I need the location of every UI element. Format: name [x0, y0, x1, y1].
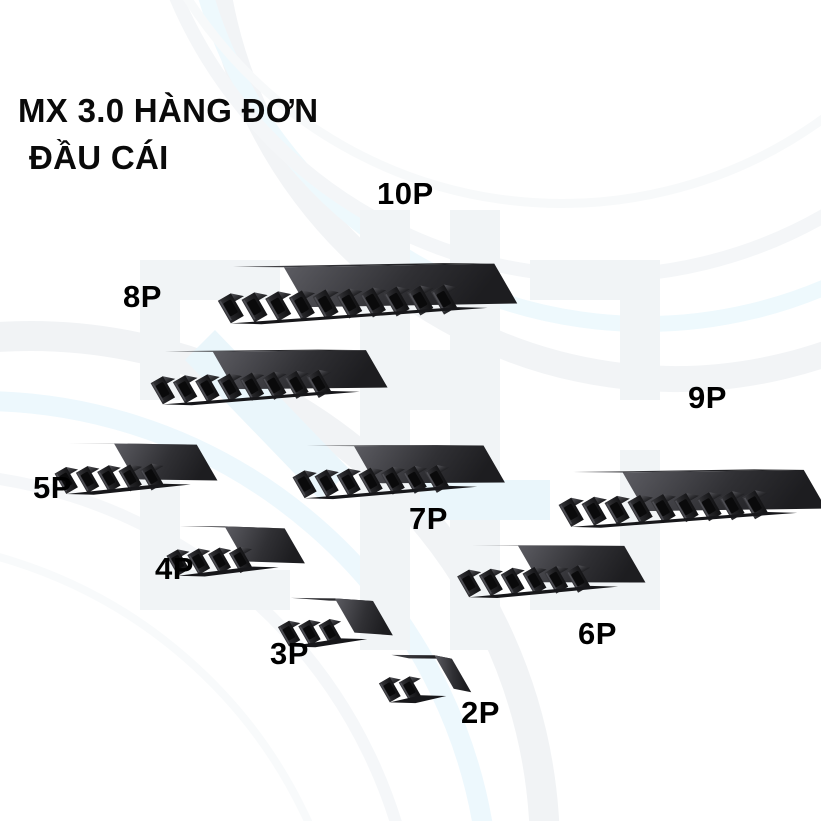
- connector-label-8p: 8P: [123, 279, 162, 314]
- connector-label-6p: 6P: [578, 616, 617, 651]
- connector-housing-9p: [539, 354, 821, 668]
- connector-housing-5p: [36, 371, 253, 591]
- connector-label-7p: 7P: [409, 501, 448, 536]
- connector-housing-6p: [438, 462, 681, 705]
- page-title: MX 3.0 HÀNG ĐƠN ĐẦU CÁI: [18, 88, 318, 182]
- connector-housing-8p: [131, 247, 424, 533]
- title-line-2: ĐẦU CÁI: [29, 138, 169, 176]
- connector-housing-2p: [362, 614, 505, 769]
- connector-housing-3p: [260, 547, 426, 722]
- connector-housing-4p: [148, 465, 339, 662]
- connector-label-10p: 10P: [377, 176, 434, 211]
- connector-housing-7p: [273, 352, 541, 616]
- connector-label-5p: 5P: [33, 470, 72, 505]
- connector-label-3p: 3P: [270, 636, 309, 671]
- connector-housing-10p: [197, 134, 556, 478]
- connector-label-9p: 9P: [688, 380, 727, 415]
- title-line-1: MX 3.0 HÀNG ĐƠN: [18, 92, 319, 129]
- connector-label-4p: 4P: [155, 551, 194, 586]
- connector-label-2p: 2P: [461, 695, 500, 730]
